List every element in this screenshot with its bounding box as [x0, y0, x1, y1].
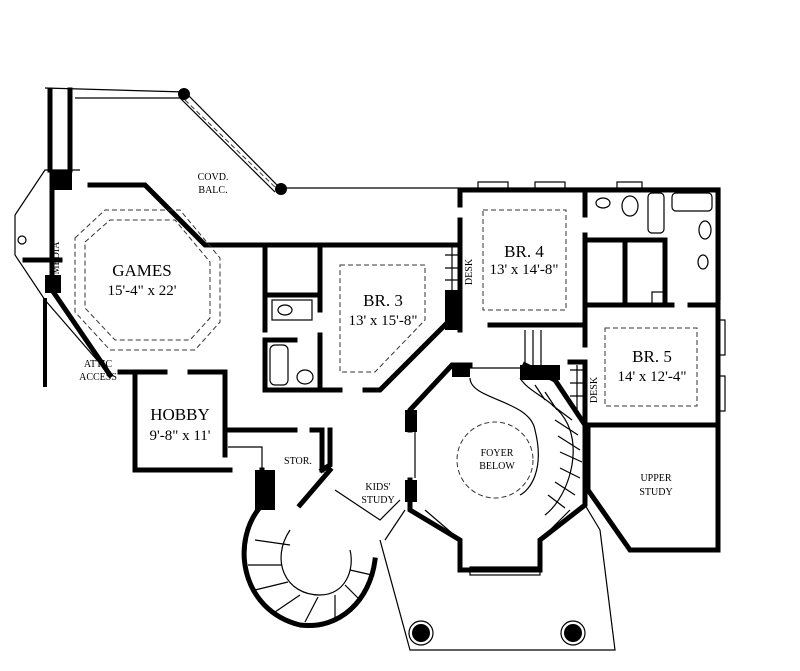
kids-study-label-2: STUDY [361, 495, 394, 506]
kids-study-label-1: KIDS' [365, 482, 390, 493]
front-porch [379, 504, 616, 651]
br5-size: 14' x 12'-4" [617, 369, 686, 385]
br3-size: 13' x 15'-8" [348, 313, 417, 329]
games-room [14, 169, 463, 387]
foyer-below-label-2: BELOW [479, 461, 515, 472]
foyer [405, 361, 588, 576]
bedroom-3 [262, 244, 461, 393]
br4-label: BR. 4 [504, 242, 544, 261]
spiral-stair [241, 489, 401, 629]
foyer-below-label-1: FOYER [481, 448, 514, 459]
upper-study-label-1: UPPER [640, 473, 671, 484]
desk-br5-label: DESK [589, 376, 600, 403]
hobby-label: HOBBY [150, 405, 210, 424]
hobby-size: 9'-8" x 11' [150, 428, 211, 444]
media-label: MEDIA [51, 241, 62, 275]
upper-study-label-2: STUDY [639, 487, 672, 498]
bathrooms [582, 187, 721, 308]
desk-br4-label: DESK [464, 258, 475, 285]
upper-study [585, 422, 721, 553]
br4-size: 13' x 14'-8" [489, 262, 558, 278]
attic-access-label-1: ATTIC [84, 359, 113, 370]
br3-label: BR. 3 [363, 291, 403, 310]
covered-balcony-label-1: COVD. [198, 172, 229, 183]
storage-label: STOR. [284, 456, 312, 467]
br5-label: BR. 5 [632, 347, 672, 366]
hobby-room [117, 369, 334, 510]
games-label: GAMES [112, 261, 172, 280]
games-size: 15'-4" x 22' [107, 283, 176, 299]
attic-access-label-2: ACCESS [79, 372, 117, 383]
covered-balcony-label-2: BALC. [198, 185, 227, 196]
